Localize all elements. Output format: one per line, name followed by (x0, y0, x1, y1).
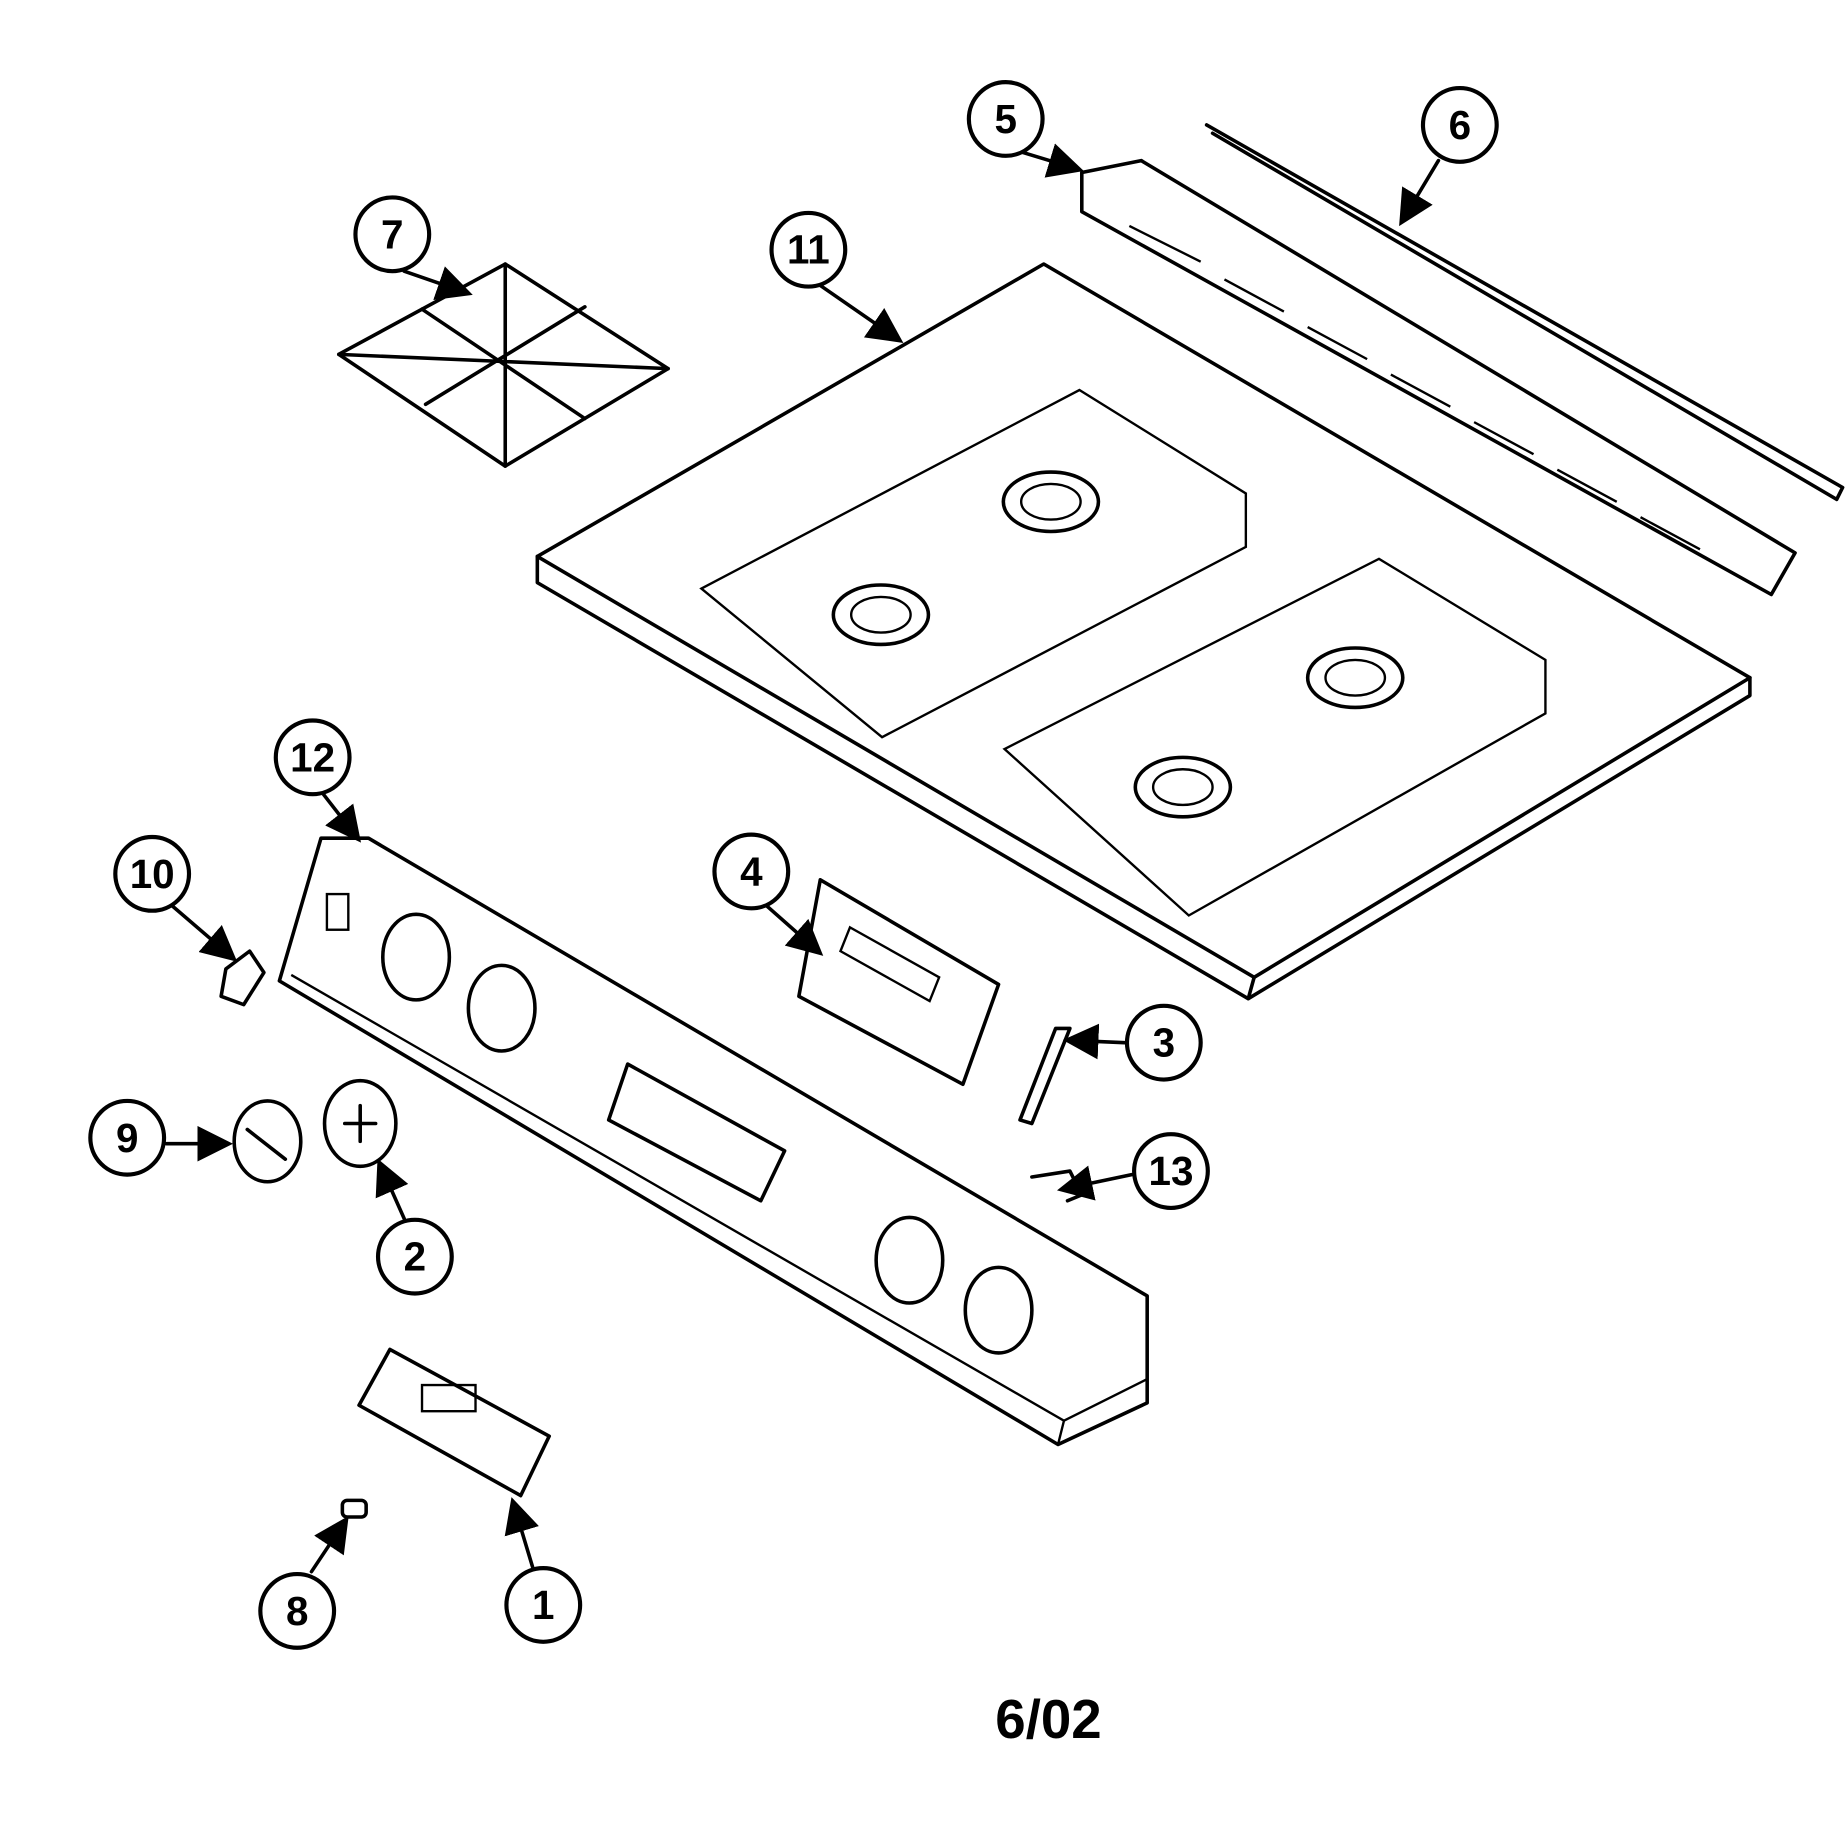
svg-text:10: 10 (130, 851, 175, 897)
callout-8: 8 (258, 1571, 337, 1650)
callout-3: 3 (1124, 1003, 1203, 1082)
svg-text:1: 1 (532, 1582, 554, 1628)
callout-1: 1 (504, 1566, 583, 1644)
clock-module (797, 878, 1001, 1087)
knob (232, 1099, 303, 1184)
control-overlay (357, 1347, 552, 1498)
callout-6: 6 (1420, 85, 1499, 164)
knob-bezel (322, 1078, 398, 1169)
svg-text:3: 3 (1153, 1020, 1175, 1066)
vent-trim (1080, 158, 1797, 597)
cooktop (535, 262, 1752, 1001)
svg-text:5: 5 (994, 96, 1016, 142)
callout-11: 11 (769, 210, 848, 289)
svg-text:8: 8 (286, 1588, 308, 1634)
callout-4: 4 (712, 832, 791, 911)
svg-text:9: 9 (116, 1115, 138, 1161)
svg-text:13: 13 (1148, 1148, 1193, 1194)
date-code: 6/02 (995, 1688, 1101, 1750)
trim-strip (1204, 123, 1845, 502)
callout-2: 2 (375, 1217, 454, 1296)
callout-9: 9 (88, 1098, 167, 1177)
callout-12: 12 (273, 718, 352, 797)
callout-5: 5 (966, 80, 1045, 158)
callout-10: 10 (113, 834, 192, 913)
svg-text:4: 4 (740, 848, 763, 894)
control-panel (277, 836, 1149, 1447)
burner-grate (337, 262, 670, 468)
svg-text:7: 7 (381, 211, 403, 257)
svg-text:11: 11 (787, 227, 830, 273)
svg-text:2: 2 (404, 1234, 426, 1280)
callout-7: 7 (353, 195, 432, 274)
svg-text:6: 6 (1449, 102, 1471, 148)
bracket (1018, 1026, 1072, 1126)
callout-13: 13 (1132, 1132, 1210, 1210)
leader-lines (164, 143, 1441, 1574)
plug (340, 1498, 368, 1519)
switch (219, 949, 266, 1007)
svg-text:12: 12 (290, 734, 335, 780)
